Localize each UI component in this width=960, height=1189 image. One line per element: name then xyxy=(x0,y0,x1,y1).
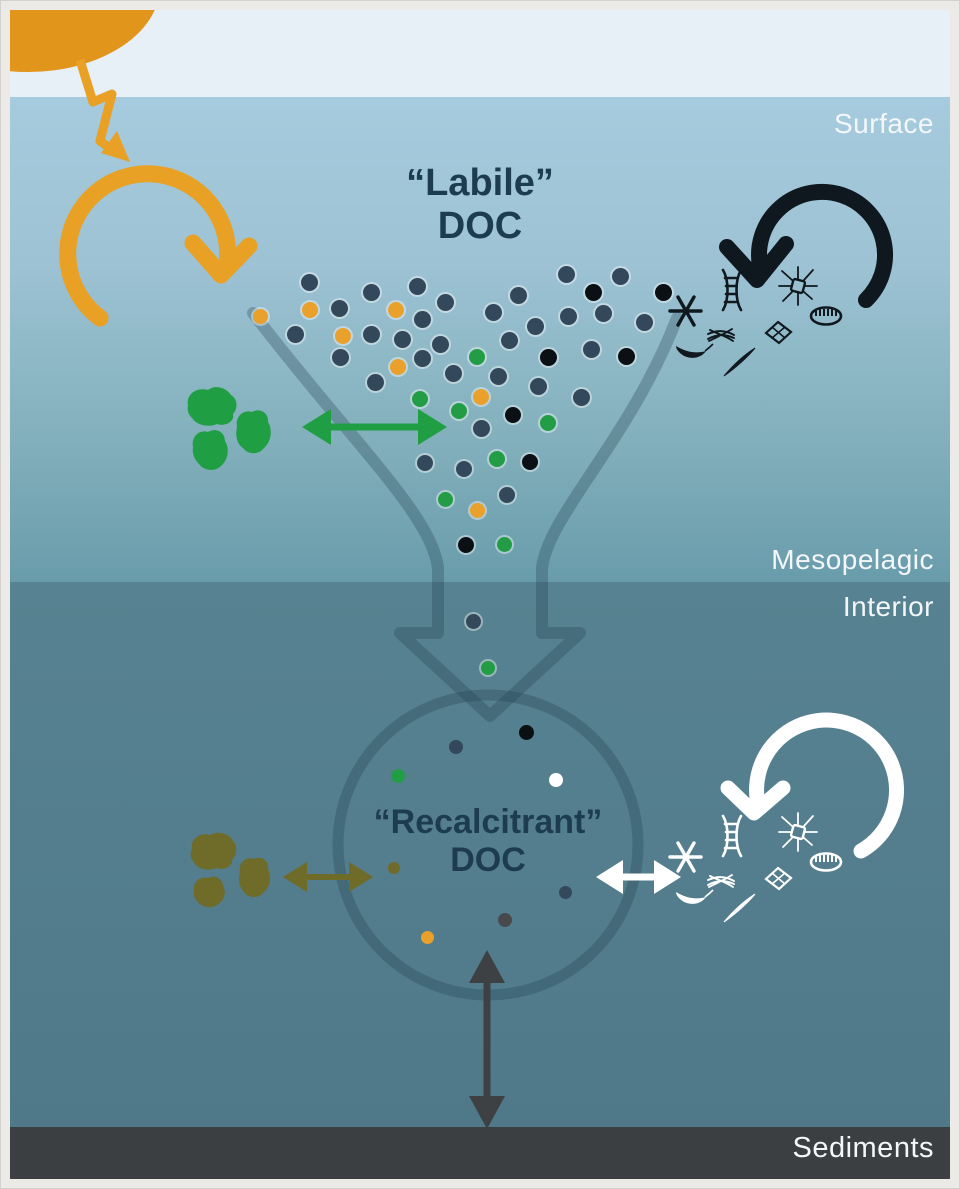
export-funnel-arrow xyxy=(247,307,683,722)
phytoplankton-blobs xyxy=(187,387,271,470)
doc-dot-green xyxy=(451,403,467,419)
detritus-blobs xyxy=(190,832,271,908)
doc-dot-orange xyxy=(335,328,351,344)
doc-dot-orange xyxy=(252,308,268,324)
recalcitrant-doc-title-line1: “Recalcitrant” xyxy=(373,803,603,841)
doc-dot-slate xyxy=(465,613,481,629)
doc-dot-slate xyxy=(362,283,380,301)
doc-dot-green xyxy=(412,391,428,407)
zone-label-mesopelagic: Mesopelagic xyxy=(771,544,934,575)
doc-dot-black xyxy=(539,348,557,366)
doc-dot-slate xyxy=(635,313,653,331)
doc-dot-green xyxy=(481,661,495,675)
doc-dot-green xyxy=(437,491,453,507)
zone-label-sediments: Sediments xyxy=(792,1132,934,1164)
recalcitrant-doc-title: “Recalcitrant” DOC xyxy=(374,803,603,879)
doc-dot-slate xyxy=(559,307,577,325)
doc-dot-white xyxy=(549,773,563,787)
zone-label-interior: Interior xyxy=(842,591,934,622)
doc-dot-orange xyxy=(388,302,404,318)
doc-dot-slate xyxy=(499,487,515,503)
doc-dot-slate xyxy=(509,286,527,304)
doc-dot-slate xyxy=(582,340,600,358)
labile-doc-title-line1: “Labile” xyxy=(406,162,554,204)
doc-dot-slate xyxy=(362,325,380,343)
doc-dot-slate xyxy=(472,419,490,437)
photochemical-cycle-arrow xyxy=(59,165,258,327)
sun-icon xyxy=(10,10,155,72)
figure-graphics xyxy=(10,10,905,1129)
sky-band xyxy=(10,10,950,97)
doc-dot-black xyxy=(654,283,672,301)
doc-dot-black xyxy=(458,537,474,553)
doc-dot-orange xyxy=(302,302,318,318)
doc-dot-black xyxy=(522,454,538,470)
doc-dot-orange xyxy=(390,359,406,375)
doc-dot-olive xyxy=(388,862,400,874)
doc-dot-slate xyxy=(417,455,433,471)
interior-ocean-band xyxy=(10,582,950,1127)
sediments-band xyxy=(10,1127,950,1179)
doc-dot-green xyxy=(496,536,512,552)
recalcitrant-doc-title-line2: DOC xyxy=(450,841,526,880)
doc-dot-orange xyxy=(473,389,489,405)
doc-dot-slate xyxy=(594,304,612,322)
doc-dot-slate xyxy=(529,377,547,395)
doc-dot-slate xyxy=(611,267,629,285)
doc-dot-slate xyxy=(557,265,575,283)
doc-dot-slate xyxy=(484,303,502,321)
doc-dot-slate xyxy=(366,373,384,391)
doc-dot-slate xyxy=(436,293,454,311)
doc-dot-slate xyxy=(331,348,349,366)
doc-dot-slate xyxy=(330,299,348,317)
doc-dot-green xyxy=(391,769,405,783)
figure-canvas: “Labile” DOC “Recalcitrant” DOC Surface … xyxy=(10,10,950,1179)
doc-dot-green xyxy=(489,451,505,467)
labile-doc-title: “Labile” DOC xyxy=(406,162,554,247)
doc-dot-green xyxy=(469,349,485,365)
detritus-doc-exchange-arrow xyxy=(283,862,373,892)
doc-dot-slate xyxy=(393,330,411,348)
zone-label-surface: Surface xyxy=(834,108,934,139)
deep-microbial-cycle-arrow xyxy=(720,712,905,859)
doc-dot-slate xyxy=(558,885,572,899)
doc-dots-layer xyxy=(10,10,950,1179)
doc-dot-slate xyxy=(526,317,544,335)
labile-doc-title-line2: DOC xyxy=(437,204,523,247)
doc-dot-black xyxy=(584,283,602,301)
doc-dot-slate xyxy=(449,740,463,754)
doc-dot-slate xyxy=(431,335,449,353)
doc-dot-green xyxy=(540,415,556,431)
deep-plankton-doc-exchange-arrow xyxy=(596,860,681,894)
doc-dot-slate xyxy=(489,367,507,385)
sediment-exchange-arrow xyxy=(469,950,505,1129)
doc-dot-slate xyxy=(456,461,472,477)
doc-dot-orange xyxy=(469,502,485,518)
doc-dot-slate xyxy=(413,310,431,328)
doc-dot-black xyxy=(518,724,534,740)
doc-dot-slate xyxy=(413,349,431,367)
doc-dot-slate xyxy=(444,364,462,382)
doc-dot-black xyxy=(617,347,635,365)
doc-dot-gray xyxy=(498,913,512,927)
phytoplankton-doc-exchange-arrow xyxy=(302,409,447,445)
doc-dot-slate xyxy=(572,388,590,406)
doc-dot-orange xyxy=(420,930,434,944)
surface-microbial-cycle-arrow xyxy=(719,183,893,308)
doc-dot-slate xyxy=(286,325,304,343)
doc-dot-slate xyxy=(300,273,318,291)
doc-dot-slate xyxy=(408,277,426,295)
doc-dot-slate xyxy=(500,331,518,349)
doc-dot-black xyxy=(505,407,521,423)
sunlight-lightning-arrow xyxy=(75,58,130,162)
